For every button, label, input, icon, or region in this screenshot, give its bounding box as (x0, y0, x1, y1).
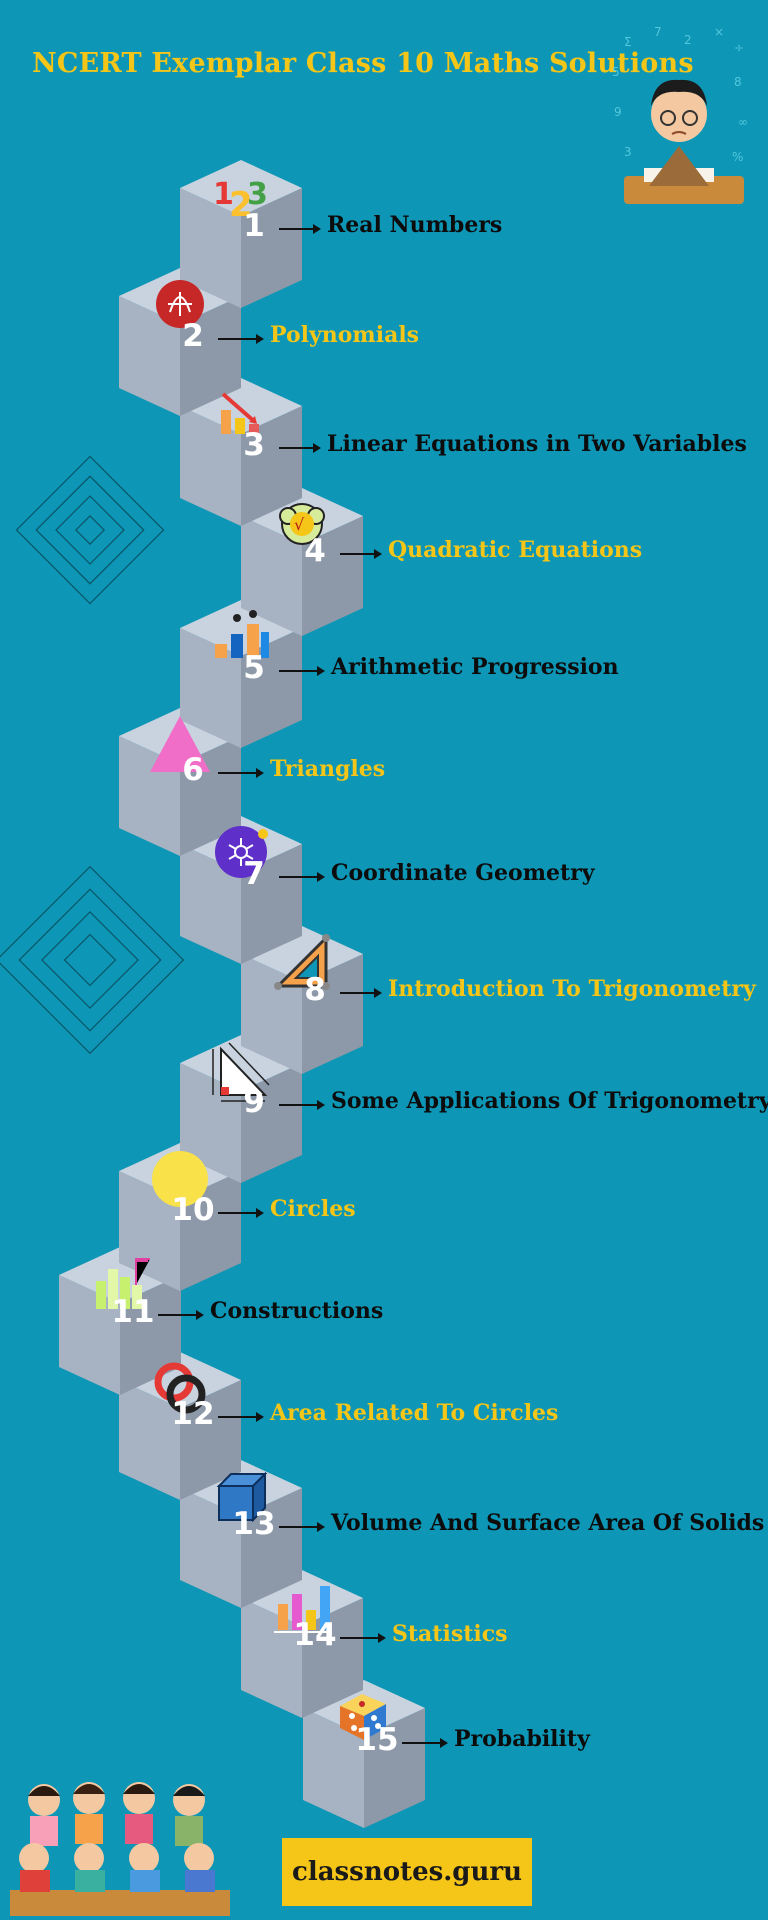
bar-chart-down-icon (209, 382, 273, 450)
chapter-label: Area Related To Circles (270, 1400, 559, 1426)
step-number: 8 (304, 972, 326, 1008)
arrow-icon (158, 1310, 204, 1320)
svg-text:5: 5 (612, 65, 620, 79)
buildings-crane-icon (88, 1251, 152, 1319)
children-students-icon (10, 1782, 230, 1916)
svg-text:2: 2 (684, 33, 692, 47)
svg-text:8: 8 (734, 75, 742, 89)
chapter-label: Volume And Surface Area Of Solids (331, 1510, 765, 1536)
chapter-label: Constructions (210, 1298, 384, 1324)
arrow-icon (218, 768, 264, 778)
chapter-label: Statistics (392, 1621, 508, 1647)
arrow-icon (279, 872, 325, 882)
chapter-label: Introduction To Trigonometry (388, 976, 756, 1002)
svg-text:9: 9 (614, 105, 622, 119)
bar-chart-3d-icon (270, 1574, 334, 1642)
chapter-label: Linear Equations in Two Variables (327, 431, 747, 457)
step-number: 4 (304, 533, 326, 569)
business-growth-icon (209, 604, 273, 672)
chapter-label: Arithmetic Progression (331, 654, 619, 680)
chapter-label: Probability (454, 1726, 590, 1752)
yellow-circle-icon (148, 1147, 212, 1215)
arrow-icon (279, 666, 325, 676)
set-square-icon (270, 930, 334, 998)
svg-text:7: 7 (654, 26, 662, 39)
step-number: 12 (171, 1396, 215, 1432)
step-number: 3 (243, 427, 265, 463)
step-number: 5 (243, 650, 265, 686)
svg-text:∞: ∞ (738, 115, 748, 129)
linked-rings-icon (148, 1356, 212, 1424)
step-number: 1 (243, 208, 265, 244)
chapter-label: Circles (270, 1196, 356, 1222)
right-triangle-measure-icon (209, 1039, 273, 1107)
chapter-label: Coordinate Geometry (331, 860, 595, 886)
arrow-icon (340, 549, 382, 559)
chapter-label: Quadratic Equations (388, 537, 643, 563)
step-number: 10 (171, 1192, 215, 1228)
chapter-label: Polynomials (270, 322, 420, 348)
svg-text:Σ: Σ (624, 35, 632, 49)
step-number: 6 (182, 752, 204, 788)
arrow-icon (279, 443, 321, 453)
arrow-icon (218, 1208, 264, 1218)
svg-text:%: % (732, 150, 743, 164)
stair-cube (180, 378, 302, 526)
chapter-label: Some Applications Of Trigonometry (331, 1088, 768, 1114)
chapter-label: Triangles (270, 756, 386, 782)
svg-text:3: 3 (247, 177, 268, 212)
arrow-icon (279, 1100, 325, 1110)
arrow-icon (279, 224, 321, 234)
step-number: 11 (111, 1294, 155, 1330)
page-title: NCERT Exemplar Class 10 Maths Solutions (32, 48, 694, 79)
arrow-icon (218, 1412, 264, 1422)
step-number: 13 (232, 1506, 276, 1542)
step-number: 7 (243, 856, 265, 892)
stair-cube (180, 160, 302, 308)
step-number: 15 (355, 1722, 399, 1758)
teacher-thinking-icon: Σ 7 2 × ÷ 5 8 9 ∞ 3% (612, 26, 748, 204)
svg-text:÷: ÷ (734, 41, 744, 55)
graph-circle-icon (148, 272, 212, 340)
step-number: 9 (243, 1084, 265, 1120)
arrow-icon (340, 1633, 386, 1643)
network-circle-icon (209, 820, 273, 888)
arrow-icon (340, 988, 382, 998)
sqrt-cloud-icon: √ (270, 492, 334, 560)
cube-wireframe-icon (209, 1464, 273, 1532)
pink-triangle-icon (148, 712, 212, 780)
arrow-icon (218, 334, 264, 344)
site-badge: classnotes.guru (282, 1838, 532, 1906)
step-number: 2 (182, 318, 204, 354)
stair-cube (303, 1680, 425, 1828)
step-number: 14 (293, 1617, 337, 1653)
svg-text:√: √ (294, 515, 305, 534)
chapter-label: Real Numbers (327, 212, 503, 238)
svg-text:2: 2 (229, 185, 253, 225)
svg-text:3: 3 (624, 145, 632, 159)
dice-icon (332, 1684, 396, 1752)
arrow-icon (402, 1738, 448, 1748)
arrow-icon (279, 1522, 325, 1532)
svg-text:1: 1 (213, 177, 234, 212)
svg-text:×: × (714, 26, 724, 39)
